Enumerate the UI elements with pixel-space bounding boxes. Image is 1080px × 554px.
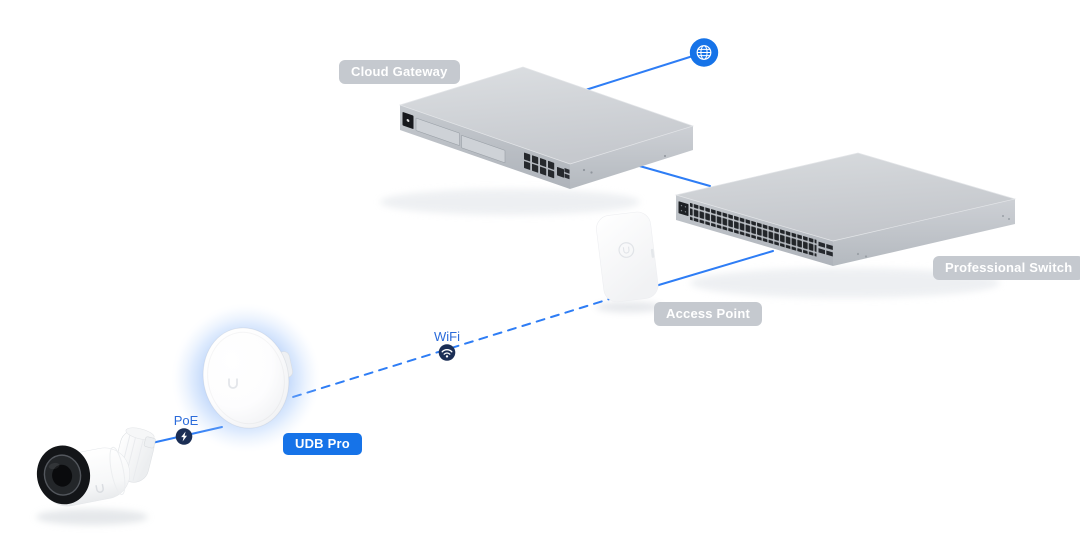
switch-shadow [690, 268, 1000, 298]
switch-sfp-slots [818, 241, 833, 257]
power-bolt-icon [175, 428, 193, 445]
connection-switch-ap [651, 250, 774, 288]
gateway-drive-bay [415, 117, 460, 146]
gateway-lan-ports [524, 152, 555, 179]
professional-switch-device [674, 152, 1017, 266]
access-point-shadow [596, 301, 662, 313]
access-point-logo-ring [618, 242, 635, 258]
wifi-icon [438, 344, 456, 361]
camera-lens [36, 445, 91, 505]
gateway-shadow [380, 189, 640, 215]
poe-link-label: PoE [173, 413, 199, 428]
gateway-sfp-slot [564, 167, 570, 174]
professional-switch-label: Professional Switch [933, 256, 1080, 280]
camera-device [36, 427, 156, 507]
switch-rj45-ports [690, 202, 817, 257]
ubiquiti-logo [622, 246, 630, 254]
udb-pro-dish [202, 327, 290, 429]
cloud-gateway-label: Cloud Gateway [339, 60, 460, 84]
connection-gateway-switch [635, 164, 711, 187]
camera-cable-connector [143, 436, 156, 449]
udb-pro-label: UDB Pro [283, 433, 362, 455]
access-point-device [596, 211, 659, 303]
wifi-link-label: WiFi [434, 329, 460, 344]
connection-ap-udb-wifi [292, 296, 617, 398]
gateway-sfp-slot [564, 173, 570, 180]
access-point-led-slot [650, 248, 655, 258]
camera-shadow [36, 509, 148, 525]
cloud-gateway-device [398, 66, 695, 189]
connection-internet-gateway [586, 51, 705, 91]
access-point-label: Access Point [654, 302, 763, 326]
gateway-drive-bay [461, 135, 506, 164]
udb-pro-device [170, 302, 322, 454]
gateway-wan-port [557, 167, 564, 178]
ubiquiti-logo [228, 378, 238, 389]
globe-icon [689, 38, 719, 67]
ubiquiti-logo [95, 483, 104, 493]
